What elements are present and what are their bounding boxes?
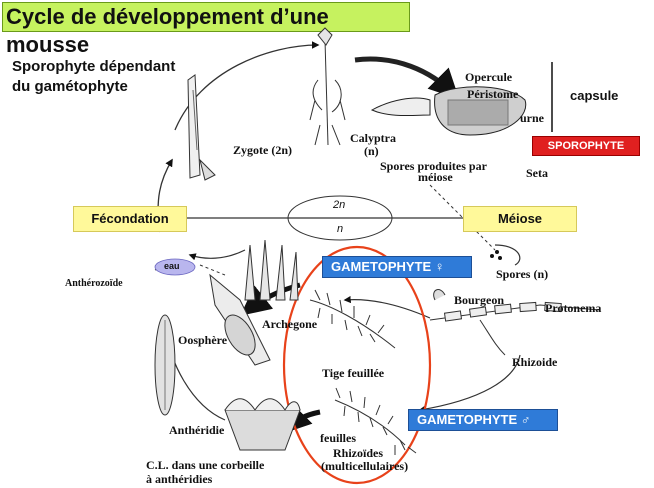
gametophyte-male-badge: GAMETOPHYTE ♂: [408, 409, 558, 431]
gametophyte-female-badge: GAMETOPHYTE ♀: [322, 256, 472, 278]
tige-feuillee-label: Tige feuillée: [322, 366, 385, 380]
ploidy-2n-label: 2n: [333, 199, 346, 211]
fecondation-box: Fécondation: [73, 206, 187, 232]
zygote-sketch: [187, 74, 216, 181]
antheridie-label: Anthéridie: [169, 423, 225, 437]
seta-label: Seta: [526, 166, 548, 180]
meiose-box: Méiose: [463, 206, 577, 232]
archegone-label: Archegone: [262, 317, 318, 331]
multicellulaires-label: (multicellulaires): [321, 459, 409, 473]
heading-line-1: Sporophyte dépendant: [12, 58, 176, 75]
heading-line-2: du gamétophyte: [12, 78, 128, 95]
capsule-sketch: [370, 86, 527, 136]
cycle-arrow-left-down: [188, 249, 246, 261]
opercule-label: Opercule: [465, 70, 513, 84]
cycle-arrow-rhizoid-to-protonema: [343, 295, 431, 319]
peristome-label: Péristome: [467, 87, 519, 101]
antheridie-sketch: [154, 314, 176, 416]
cl-label-line-2: à anthéridies: [146, 472, 213, 486]
cycle-arrow-protonema-down: [418, 354, 521, 413]
gametophyte-highlight-ellipse: [282, 245, 432, 485]
protonema-sketch: [429, 289, 601, 356]
bourgeon-label: Bourgeon: [454, 293, 505, 307]
protonema-label: Protonema: [545, 301, 602, 315]
rhizoide-label: Rhizoide: [512, 355, 558, 369]
leafy-gametophyte-female-sketch: [309, 289, 396, 349]
oosphere-label: Oosphère: [178, 333, 228, 347]
leafy-gametophyte-male-sketch: [334, 387, 417, 455]
moss-sporophyte-sketch: [309, 27, 346, 146]
rhizoides-label: Rhizoïdes: [333, 446, 384, 460]
corbeille-sketch: [224, 398, 301, 451]
zygote-label: Zygote (2n): [233, 143, 292, 157]
page-title: Cycle de développement d’une mousse: [2, 2, 410, 57]
urne-label: urne: [520, 111, 544, 125]
cycle-arrow-top-right: [354, 56, 460, 100]
feuilles-label: feuilles: [320, 431, 356, 445]
ploidy-n-label: n: [337, 223, 344, 235]
antherozoide-label: Anthérozoïde: [65, 278, 123, 289]
capsule-label: capsule: [570, 88, 619, 103]
cycle-arrow-top-left: [174, 41, 320, 131]
calyptra-label: Calyptra: [350, 131, 396, 145]
eau-label: eau: [164, 261, 180, 271]
spores-n-label: Spores (n): [496, 267, 549, 281]
sporophyte-dependant-heading: Sporophyte dépendant du gamétophyte: [12, 57, 175, 97]
archegone-sketch: [244, 239, 299, 301]
eau-bubble: [154, 258, 196, 276]
calyptra-ploidy-label: (n): [364, 144, 379, 158]
meiose-small-label: méiose: [418, 170, 453, 184]
oosphere-sketch: [209, 273, 271, 366]
spores-produites-label: Spores produites par: [380, 159, 487, 173]
cycle-arrow-right: [494, 244, 521, 266]
cl-label-line-1: C.L. dans une corbeille: [146, 458, 265, 472]
sporophyte-badge: SPOROPHYTE: [532, 136, 640, 156]
